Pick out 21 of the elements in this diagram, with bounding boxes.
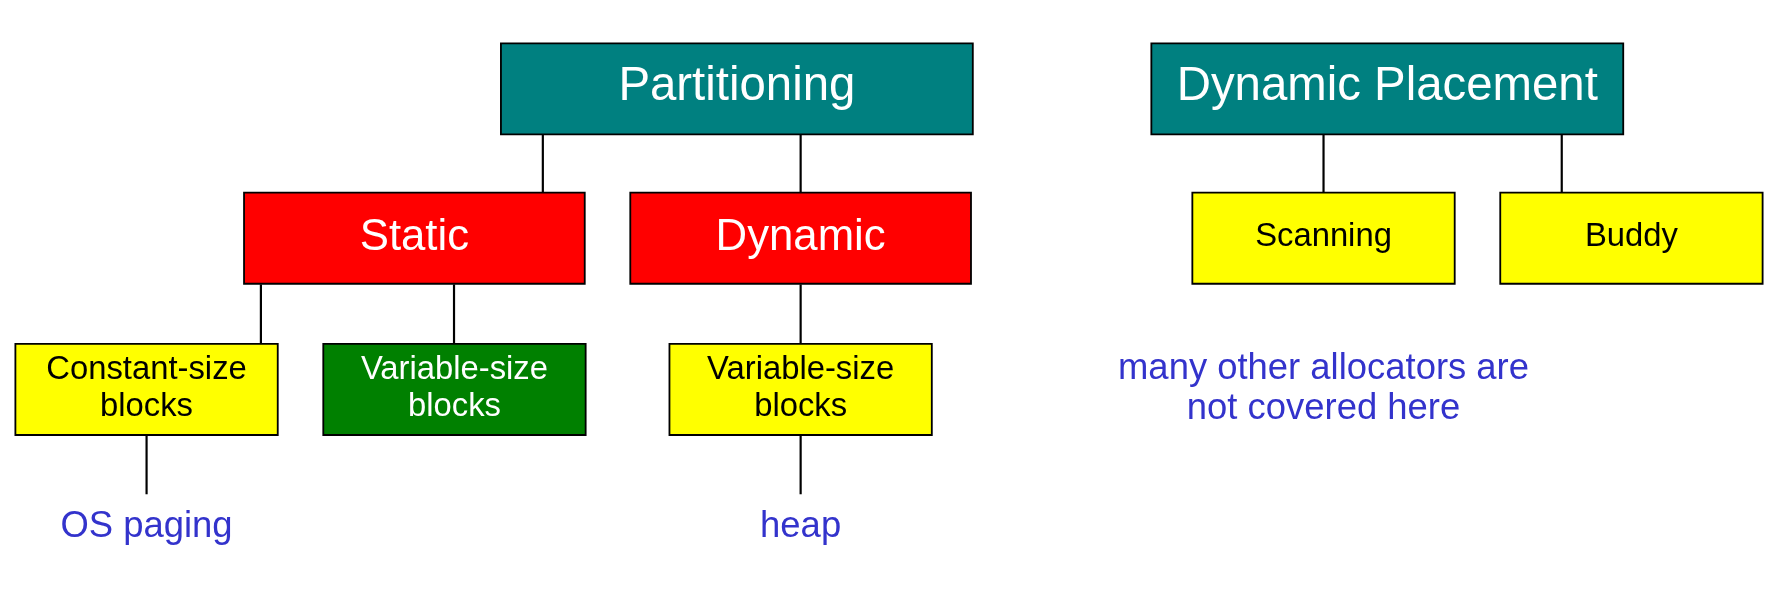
node-box: Variable-size blocks <box>668 342 933 436</box>
connector <box>799 435 802 494</box>
node-box: Buddy <box>1499 191 1764 285</box>
node-box: Variable-size blocks <box>322 342 587 436</box>
node-box: Scanning <box>1191 191 1456 285</box>
connector <box>799 283 802 344</box>
node-box: Partitioning <box>500 41 974 135</box>
node-box: Constant-size blocks <box>14 342 279 436</box>
node-box: Dynamic Placement <box>1150 41 1625 135</box>
connector <box>1322 133 1325 192</box>
connector <box>799 133 802 192</box>
connector <box>145 435 148 494</box>
node-box: Static <box>243 191 586 285</box>
label: many other allocators are not covered here <box>1118 345 1530 427</box>
connector <box>1560 133 1563 192</box>
connector <box>259 283 262 344</box>
node-box: Dynamic <box>629 191 972 285</box>
node-text: heap <box>760 503 842 545</box>
connector <box>541 133 544 192</box>
node-text: OS paging <box>60 503 233 545</box>
connector <box>452 283 456 344</box>
